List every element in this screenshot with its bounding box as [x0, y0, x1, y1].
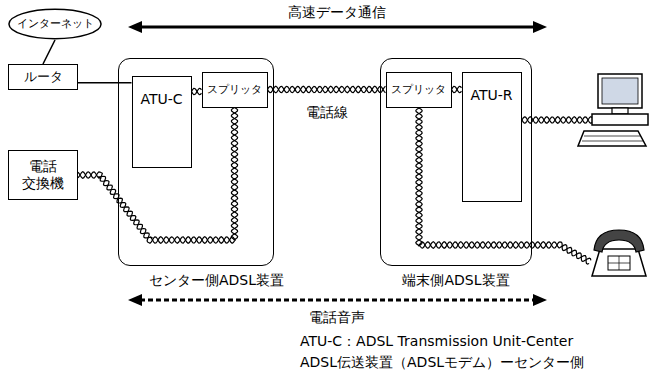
phone-handset: [594, 230, 644, 252]
node-label: 電話 交換機: [20, 158, 66, 193]
wire-strand: [522, 117, 592, 123]
twisted-pair-line: [452, 86, 462, 92]
wire-strand: [452, 86, 462, 92]
monitor-stand: [612, 108, 628, 114]
process-box: ルータ: [8, 64, 78, 90]
arrow-head: [128, 21, 142, 33]
node-label: ルータ: [24, 69, 63, 85]
twisted-pair-line: [268, 86, 386, 92]
data-arrow-line: [138, 26, 537, 29]
wire-strand: [268, 86, 386, 92]
cloud-ellipse: インターネット: [8, 8, 102, 40]
phone-base: [592, 249, 646, 276]
device-caption: センター側ADSL装置: [149, 272, 284, 289]
node-label: スプリッタ: [391, 83, 446, 96]
note-text: ADSL伝送装置（ADSLモデム）ーセンター側: [300, 354, 584, 371]
arrow-head: [533, 21, 547, 33]
keyboard: [578, 131, 646, 146]
arrow-head: [533, 294, 547, 306]
ellipse-shape: [9, 9, 101, 38]
node-label: ATU-C: [140, 91, 182, 108]
wire-strand: [192, 88, 202, 94]
computer-icon: [578, 74, 648, 146]
node-label: ATU-R: [470, 87, 512, 104]
process-box: 電話 交換機: [8, 150, 78, 200]
process-box: ATU-R: [462, 72, 522, 202]
note-text: ATU-C：ADSL Transmission Unit-Center: [300, 333, 573, 350]
connector-path: [78, 82, 132, 84]
keyboard-row: [582, 141, 643, 142]
voice-arrow-line: [140, 299, 535, 302]
twisted-pair-line: [192, 88, 202, 94]
device-enclosure: センター側ADSL装置ATU-Cスプリッタ: [118, 58, 274, 266]
connector-line: [78, 82, 132, 83]
connector-path: [43, 40, 55, 64]
flow-label: 高速データ通信: [288, 4, 386, 21]
node-label: インターネット: [17, 17, 94, 30]
monitor: [598, 74, 642, 108]
process-box: スプリッタ: [202, 72, 268, 108]
wire-strand: [522, 117, 592, 123]
wire-strand: [452, 86, 462, 92]
phone-keypad: [608, 256, 630, 270]
connector-path: [268, 89, 386, 91]
node-label: スプリッタ: [207, 83, 262, 96]
process-box: ATU-C: [132, 76, 192, 168]
wire-strand: [268, 86, 386, 92]
wire-strand: [192, 88, 202, 94]
flow-label: 電話音声: [309, 309, 365, 326]
keyboard-row: [584, 136, 640, 137]
process-box: スプリッタ: [386, 72, 452, 108]
screen: [602, 78, 638, 104]
telephone-icon: [592, 230, 646, 276]
connector-line: [43, 40, 55, 64]
device-enclosure: 端末側ADSL装置スプリッタATU-R: [380, 58, 532, 266]
arrow-head: [128, 294, 142, 306]
device-caption: 端末側ADSL装置: [402, 272, 509, 289]
line-label: 電話線: [304, 104, 350, 121]
keypad-line: [619, 256, 620, 270]
system-unit: [592, 114, 648, 125]
